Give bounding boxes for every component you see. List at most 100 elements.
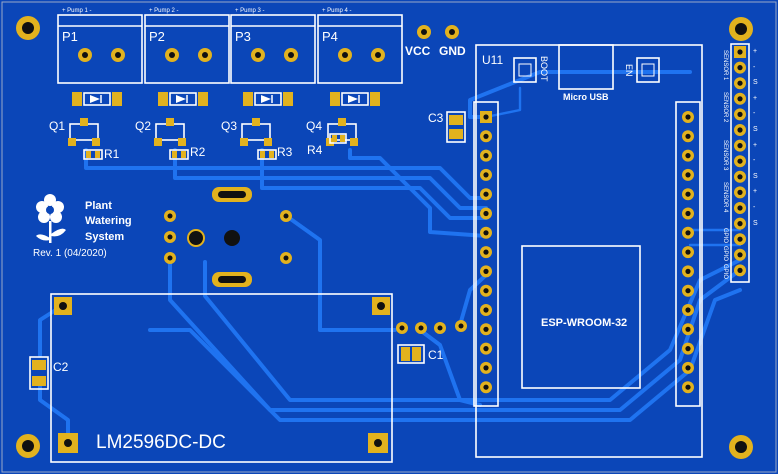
sensor-pin-mark: +: [753, 188, 758, 196]
vcc-pin: [417, 25, 431, 39]
esp32-left-pin-hole: [483, 365, 489, 371]
sensor-pin-mark: S: [753, 219, 758, 227]
resistor-r3: [257, 149, 277, 160]
esp32-right-pin-hole: [685, 153, 691, 159]
esp32-right-header: [682, 111, 694, 394]
pump3-header-label: + Pump 3 -: [235, 8, 265, 14]
esp32-left-pin-hole: [483, 268, 489, 274]
p4-label: P4: [322, 29, 338, 44]
r2-label: R2: [190, 145, 206, 159]
sensor2-label: SENSOR 2: [722, 92, 728, 123]
capacitor-c3: [446, 111, 466, 143]
pump-terminal-p3: [230, 14, 316, 84]
gpio2-label: GPIO: [722, 246, 728, 262]
diode-d1: [72, 92, 122, 106]
sensor-header: [734, 46, 746, 277]
pump2-header-label: + Pump 2 -: [149, 8, 179, 14]
c2-label: C2: [53, 360, 69, 374]
revision-label: Rev. 1 (04/2020): [33, 248, 107, 259]
esp32-right-pin-hole: [685, 172, 691, 178]
esp32-left-pin-hole: [483, 346, 489, 352]
q2-label: Q2: [135, 119, 152, 133]
esp32-left-pin-hole: [483, 210, 489, 217]
sensor-header-pin-hole: [737, 143, 743, 149]
sensor-header-pin-hole: [737, 65, 743, 71]
dcdc-module: [50, 293, 393, 463]
esp32-left-pin-hole: [483, 114, 489, 120]
resistor-r1: [83, 149, 103, 160]
sensor-pin-mark: +: [753, 141, 758, 149]
esp32-right-pin-hole: [685, 210, 691, 217]
esp32-right-pin-hole: [685, 307, 691, 313]
sensor4-label: SENSOR 4: [722, 182, 728, 213]
sensor-header-pin-hole: [737, 252, 743, 258]
sensor-pin-mark: -: [753, 63, 756, 71]
resistor-r2: [169, 149, 189, 160]
mounting-hole-tr: [729, 17, 753, 41]
sensor-pin-mark: +: [753, 94, 758, 102]
sensor3-label: SENSOR 3: [722, 140, 728, 171]
sensor-pin-mark: S: [753, 79, 758, 87]
gnd-pin: [445, 25, 459, 39]
transistor-q3: [240, 118, 272, 146]
pump4-header-label: + Pump 4 -: [322, 8, 352, 14]
transistor-q2: [154, 118, 186, 146]
copper-traces: [38, 70, 742, 442]
esp32-left-pin-hole: [483, 153, 489, 159]
gpio3-label: GPIO: [722, 264, 728, 280]
transistor-q1: [68, 118, 100, 146]
mounting-hole-tl: [16, 16, 40, 40]
sensor-header-pin-hole: [737, 111, 743, 117]
capacitor-c1: [397, 344, 425, 364]
sensor-header-pin-hole: [737, 158, 743, 164]
dcdc-label: LM2596DC-DC: [96, 432, 226, 453]
mounting-hole-br: [729, 435, 753, 459]
esp32-right-pin-hole: [685, 346, 691, 352]
pump-terminal-p2: [144, 14, 230, 84]
esp32-right-pin-hole: [685, 288, 691, 294]
sensor-pin-mark: -: [753, 110, 756, 118]
vcc-label: VCC: [405, 44, 431, 58]
gnd-label: GND: [439, 44, 466, 58]
esp32-right-pin-hole: [685, 249, 691, 255]
sensor-header-pin-hole: [737, 205, 743, 211]
pump-terminal-p1: [57, 14, 143, 84]
jack-pins: [164, 210, 292, 264]
diode-d3: [243, 92, 293, 106]
diode-d4: [330, 92, 380, 106]
c1-label: C1: [428, 348, 444, 362]
pump1-header-label: + Pump 1 -: [62, 8, 92, 14]
sensor-header-pin-hole: [737, 189, 743, 195]
esp32-left-pin-hole: [483, 307, 489, 313]
title-line1: Plant: [85, 200, 112, 212]
p1-label: P1: [62, 29, 78, 44]
esp32-left-header: [480, 111, 492, 394]
esp32-right-pin-hole: [685, 133, 691, 139]
esp32-left-pin-hole: [483, 384, 489, 390]
esp32-devboard: [473, 44, 703, 458]
esp32-left-pin-hole: [483, 288, 489, 294]
esp32-right-pin-hole: [685, 114, 691, 120]
esp32-right-pin-hole: [685, 191, 691, 197]
esp32-chip-label: ESP-WROOM-32: [541, 317, 628, 329]
q1-label: Q1: [49, 119, 66, 133]
boot-label: BOOT: [539, 56, 549, 82]
esp32-right-pin-hole: [685, 326, 691, 332]
sensor-header-pin-hole: [737, 96, 743, 102]
diode-d2: [158, 92, 208, 106]
sensor-pin-mark: -: [753, 204, 756, 211]
resistor-r4: [329, 133, 347, 144]
sensor-header-pin-hole: [737, 267, 743, 273]
sensor-header-pin-hole: [737, 174, 743, 180]
sensor1-label: SENSOR 1: [722, 50, 728, 81]
esp32-left-pin-hole: [483, 172, 489, 178]
en-label: EN: [624, 64, 634, 77]
mounting-hole-bl: [16, 434, 40, 458]
esp32-left-pin-hole: [483, 249, 489, 255]
gpio1-label: GPIO: [722, 228, 728, 244]
sensor-header-pin-hole: [737, 80, 743, 86]
flower-logo-icon: [36, 194, 66, 243]
title-line2: Watering: [85, 215, 132, 227]
